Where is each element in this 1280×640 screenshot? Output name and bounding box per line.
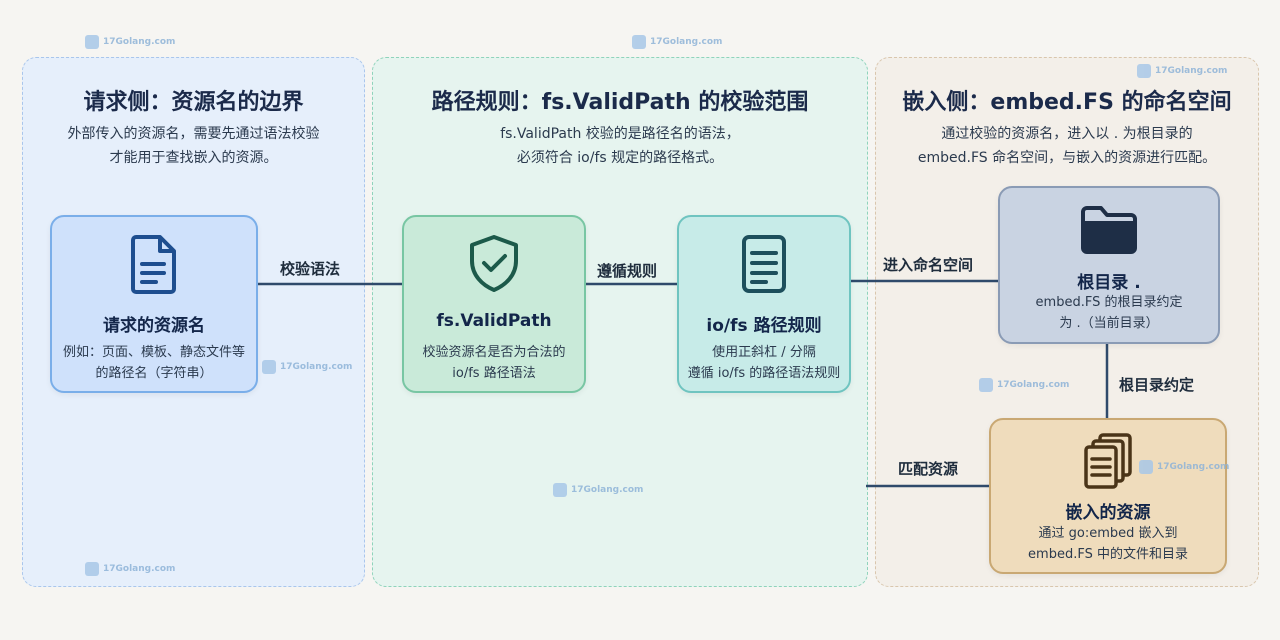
watermark-logo-icon — [262, 360, 276, 374]
watermark: 17Golang.com — [979, 378, 1069, 392]
desc-line: embed.FS 的根目录约定 — [1035, 295, 1183, 310]
node-embedded-title: 嵌入的资源 — [1065, 503, 1151, 523]
node-embedded-desc: 通过 go:embed 嵌入到 embed.FS 中的文件和目录 — [997, 523, 1219, 565]
embed-side-desc-line: embed.FS 命名空间，与嵌入的资源进行匹配。 — [917, 150, 1217, 166]
watermark-text: 17Golang.com — [571, 485, 644, 495]
list-document-icon — [742, 235, 786, 293]
desc-line: 校验资源名是否为合法的 — [422, 345, 566, 360]
files-stack-icon — [1084, 433, 1132, 489]
document-icon — [131, 235, 176, 294]
desc-line: io/fs 路径语法 — [452, 366, 536, 381]
node-iofs-rules-desc: 使用正斜杠 / 分隔 遵循 io/fs 的路径语法规则 — [685, 342, 843, 384]
watermark-text: 17Golang.com — [1157, 462, 1230, 472]
desc-line: embed.FS 中的文件和目录 — [1028, 547, 1188, 562]
watermark-text: 17Golang.com — [650, 37, 723, 47]
watermark-logo-icon — [979, 378, 993, 392]
watermark: 17Golang.com — [262, 360, 352, 374]
edge-label-check-syntax: 校验语法 — [280, 260, 341, 278]
edge-label-match-resource: 匹配资源 — [898, 460, 959, 478]
watermark-text: 17Golang.com — [1155, 66, 1228, 76]
node-embedded-resources: 嵌入的资源 通过 go:embed 嵌入到 embed.FS 中的文件和目录 — [989, 418, 1227, 574]
desc-line: 使用正斜杠 / 分隔 — [712, 345, 816, 360]
watermark: 17Golang.com — [1139, 460, 1229, 474]
node-validpath: fs.ValidPath 校验资源名是否为合法的 io/fs 路径语法 — [402, 215, 586, 393]
embed-side-desc-line: 通过校验的资源名，进入以 . 为根目录的 — [941, 126, 1193, 142]
node-root-dir-title: 根目录 . — [1077, 273, 1141, 293]
watermark: 17Golang.com — [85, 562, 175, 576]
node-request-name: 请求的资源名 例如：页面、模板、静态文件等 的路径名（字符串） — [50, 215, 258, 393]
watermark-logo-icon — [1137, 64, 1151, 78]
watermark-logo-icon — [553, 483, 567, 497]
watermark: 17Golang.com — [1137, 64, 1227, 78]
path-rules-desc-line: 必须符合 io/fs 规定的路径格式。 — [516, 150, 724, 166]
watermark-logo-icon — [85, 35, 99, 49]
watermark-text: 17Golang.com — [103, 37, 176, 47]
desc-line: 例如：页面、模板、静态文件等 — [62, 345, 245, 360]
node-root-dir-desc: embed.FS 的根目录约定 为 .（当前目录） — [1006, 292, 1212, 334]
path-rules-desc-line: fs.ValidPath 校验的是路径名的语法， — [500, 126, 740, 142]
embed-side-title: 嵌入侧：embed.FS 的命名空间 — [902, 90, 1232, 115]
node-root-dir: 根目录 . embed.FS 的根目录约定 为 .（当前目录） — [998, 186, 1220, 344]
edge-label-root-convention: 根目录约定 — [1119, 376, 1195, 394]
node-iofs-rules: io/fs 路径规则 使用正斜杠 / 分隔 遵循 io/fs 的路径语法规则 — [677, 215, 851, 393]
edge-label-follow-rules: 遵循规则 — [597, 262, 658, 280]
request-side-desc-line: 外部传入的资源名，需要先通过语法校验 — [67, 126, 320, 142]
edge-label-enter-namespace: 进入命名空间 — [883, 256, 974, 274]
request-side-description: 外部传入的资源名，需要先通过语法校验 才能用于查找嵌入的资源。 — [33, 122, 354, 170]
desc-line: 为 .（当前目录） — [1059, 316, 1159, 331]
node-request-name-title: 请求的资源名 — [103, 316, 205, 336]
shield-check-icon — [470, 235, 518, 292]
watermark: 17Golang.com — [632, 35, 722, 49]
node-validpath-desc: 校验资源名是否为合法的 io/fs 路径语法 — [410, 342, 578, 384]
watermark-logo-icon — [85, 562, 99, 576]
desc-line: 通过 go:embed 嵌入到 — [1038, 526, 1178, 541]
watermark-text: 17Golang.com — [280, 362, 353, 372]
watermark-logo-icon — [1139, 460, 1153, 474]
path-rules-description: fs.ValidPath 校验的是路径名的语法， 必须符合 io/fs 规定的路… — [383, 122, 857, 170]
path-rules-title: 路径规则：fs.ValidPath 的校验范围 — [431, 90, 809, 115]
node-request-name-desc: 例如：页面、模板、静态文件等 的路径名（字符串） — [58, 342, 250, 384]
watermark: 17Golang.com — [553, 483, 643, 497]
request-side-title: 请求侧：资源名的边界 — [83, 90, 304, 115]
watermark-text: 17Golang.com — [103, 564, 176, 574]
embed-side-description: 通过校验的资源名，进入以 . 为根目录的 embed.FS 命名空间，与嵌入的资… — [886, 122, 1248, 170]
folder-icon — [1081, 206, 1137, 254]
desc-line: 的路径名（字符串） — [95, 366, 213, 381]
watermark-text: 17Golang.com — [997, 380, 1070, 390]
node-validpath-title: fs.ValidPath — [436, 311, 552, 331]
node-iofs-rules-title: io/fs 路径规则 — [706, 316, 822, 336]
watermark: 17Golang.com — [85, 35, 175, 49]
watermark-logo-icon — [632, 35, 646, 49]
desc-line: 遵循 io/fs 的路径语法规则 — [687, 366, 841, 381]
request-side-desc-line: 才能用于查找嵌入的资源。 — [109, 150, 278, 166]
